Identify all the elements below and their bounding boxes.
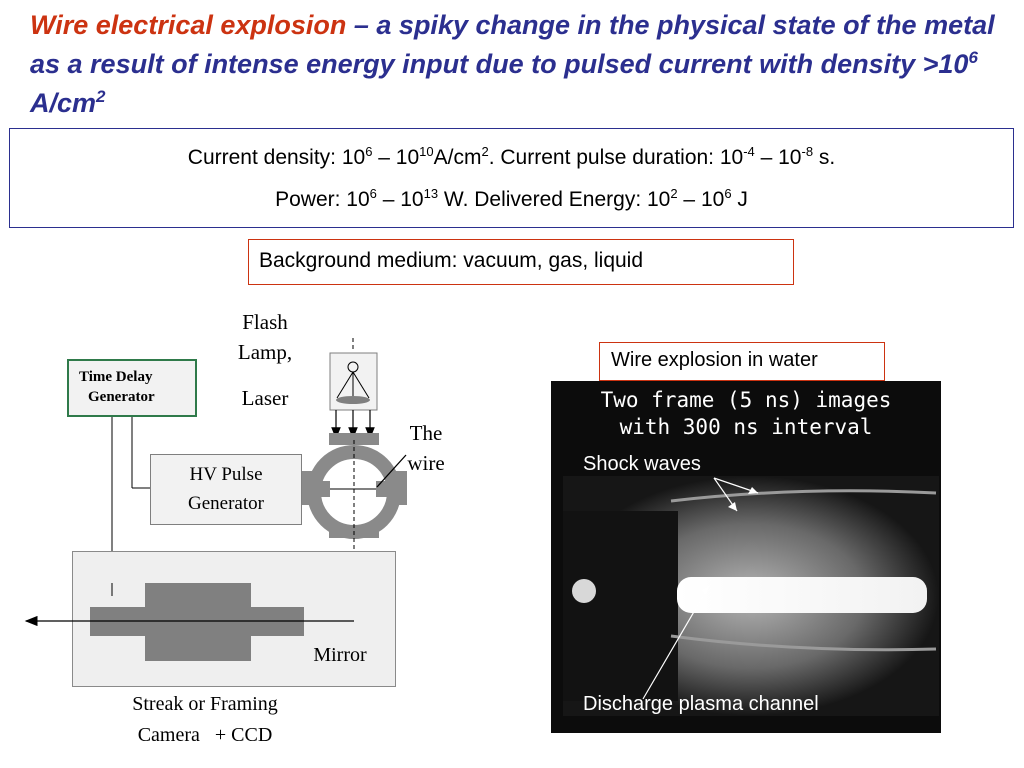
camera-drawing bbox=[24, 583, 354, 661]
exponent: 2 bbox=[481, 144, 489, 159]
background-medium-box: Background medium: vacuum, gas, liquid bbox=[248, 239, 794, 285]
camera-body bbox=[145, 583, 251, 661]
power-label: Power: 10 bbox=[275, 188, 370, 211]
unit: A/cm bbox=[433, 146, 482, 169]
time-delay-line-2: Generator bbox=[88, 389, 155, 405]
exponent: 6 bbox=[365, 144, 373, 159]
wire-label-line-1: The bbox=[409, 421, 443, 445]
laser-label: Laser bbox=[241, 386, 289, 410]
flash-lamp-line-2: Lamp, bbox=[237, 340, 293, 364]
dash: – 10 bbox=[677, 188, 725, 211]
exponent: 6 bbox=[369, 186, 377, 201]
camera-label-line-1: Streak or Framing bbox=[132, 693, 278, 715]
camera-label-line-2: Camera + CCD bbox=[137, 724, 273, 746]
exponent: -8 bbox=[801, 144, 814, 159]
exponent: 10 bbox=[419, 144, 434, 159]
the-wire-label: The wire bbox=[398, 418, 454, 478]
unit: J bbox=[731, 188, 748, 211]
parameters-line-1: Current density: 106 – 1010A/cm2. Curren… bbox=[10, 144, 1013, 170]
photo-image bbox=[551, 381, 941, 733]
hv-pulse-line-2: Generator bbox=[188, 493, 264, 514]
current-density-label: Current density: 10 bbox=[187, 146, 366, 169]
slide-title: Wire electrical explosion – a spiky chan… bbox=[30, 6, 1005, 123]
hv-pulse-line-1: HV Pulse bbox=[189, 464, 263, 485]
photo-title: Two frame (5 ns) images with 300 ns inter… bbox=[551, 387, 941, 441]
exponent: 13 bbox=[423, 186, 439, 201]
exponent: 2 bbox=[670, 186, 678, 201]
photo-title-line-2: with 300 ns interval bbox=[619, 415, 873, 439]
dash: – 10 bbox=[754, 146, 802, 169]
title-text: – a spiky change in the physical state o… bbox=[30, 10, 995, 79]
mirror-label: Mirror bbox=[313, 644, 367, 666]
plasma-channel-label: Discharge plasma channel bbox=[583, 693, 819, 715]
title-unit: A/cm bbox=[30, 88, 97, 118]
lamp-lens bbox=[336, 396, 370, 404]
energy-label: W. Delivered Energy: 10 bbox=[438, 188, 671, 211]
exponent: -4 bbox=[743, 144, 755, 159]
dash: – 10 bbox=[376, 188, 424, 211]
title-exponent: 6 bbox=[968, 48, 978, 67]
exponent: 6 bbox=[724, 186, 732, 201]
wire-label-line-2: wire bbox=[407, 451, 445, 475]
pulse-duration-label: . Current pulse duration: 10 bbox=[488, 146, 744, 169]
parameters-box: Current density: 106 – 1010A/cm2. Curren… bbox=[9, 128, 1014, 228]
title-highlight: Wire electrical explosion bbox=[30, 10, 347, 40]
photo-title-line-1: Two frame (5 ns) images bbox=[600, 388, 892, 412]
shock-waves-label: Shock waves bbox=[583, 453, 701, 475]
title-unit-exponent: 2 bbox=[96, 87, 106, 106]
photo-label-box: Wire explosion in water bbox=[599, 342, 885, 381]
unit: s. bbox=[813, 146, 836, 169]
parameters-line-2: Power: 106 – 1013 W. Delivered Energy: 1… bbox=[10, 186, 1013, 212]
wire-explosion-photo: Two frame (5 ns) images with 300 ns inter… bbox=[551, 381, 941, 733]
time-delay-line-1: Time Delay bbox=[79, 369, 153, 385]
dash: – 10 bbox=[372, 146, 420, 169]
flash-lamp-line-1: Flash bbox=[242, 310, 288, 334]
